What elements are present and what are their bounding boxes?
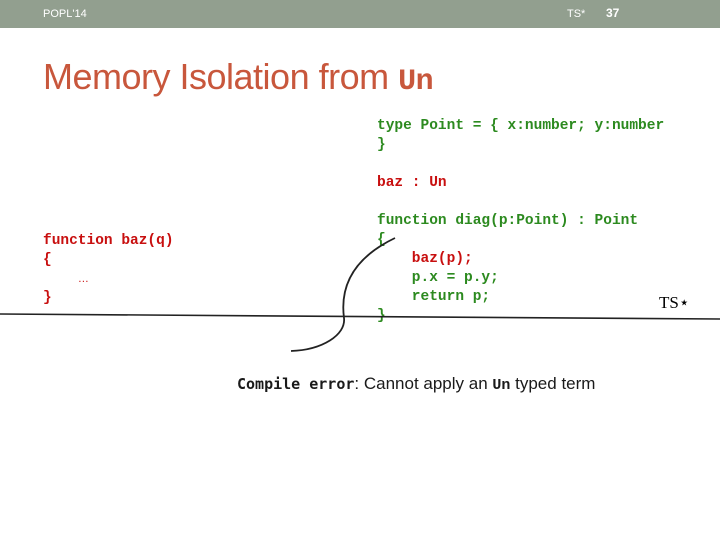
code-line: { [43,252,52,268]
code-line: baz(p); [377,251,473,267]
boundary-line [0,313,720,320]
title-text: Memory Isolation from [43,56,399,97]
boundary-curve [290,237,396,352]
code-line: return p; [377,289,491,305]
header-ts-label: TS* [567,8,586,20]
compile-error-text: : Cannot apply an [354,374,493,393]
compile-error-un: Un [492,377,511,394]
ts-code-block: type Point = { x:number; y:number } baz … [377,117,664,326]
slide-title: Memory Isolation from Un [43,56,434,99]
compile-error-tail: typed term [510,374,596,393]
code-line: baz : Un [377,175,447,191]
code-line: p.x = p.y; [377,270,499,286]
code-line: { [377,232,386,248]
code-line: … [43,270,174,289]
code-line: } [43,290,52,306]
code-line: function diag(p:Point) : Point [377,213,639,229]
compile-error-label: Compile error [237,375,355,393]
code-line: } [377,137,386,153]
header-bar: POPL'14 TS* 37 [0,0,720,28]
code-line: function baz(q) [43,233,174,249]
boundary-ts-label: TS⋆ [659,293,690,312]
title-code: Un [398,65,434,99]
untrusted-code-block: function baz(q) { … } [43,232,174,308]
code-line: type Point = { x:number; y:number [377,118,665,134]
ellipsis: … [77,273,89,285]
compile-error-message: Compile error: Cannot apply an Un typed … [237,374,595,394]
conference-label: POPL'14 [43,8,87,20]
page-number: 37 [606,6,620,20]
